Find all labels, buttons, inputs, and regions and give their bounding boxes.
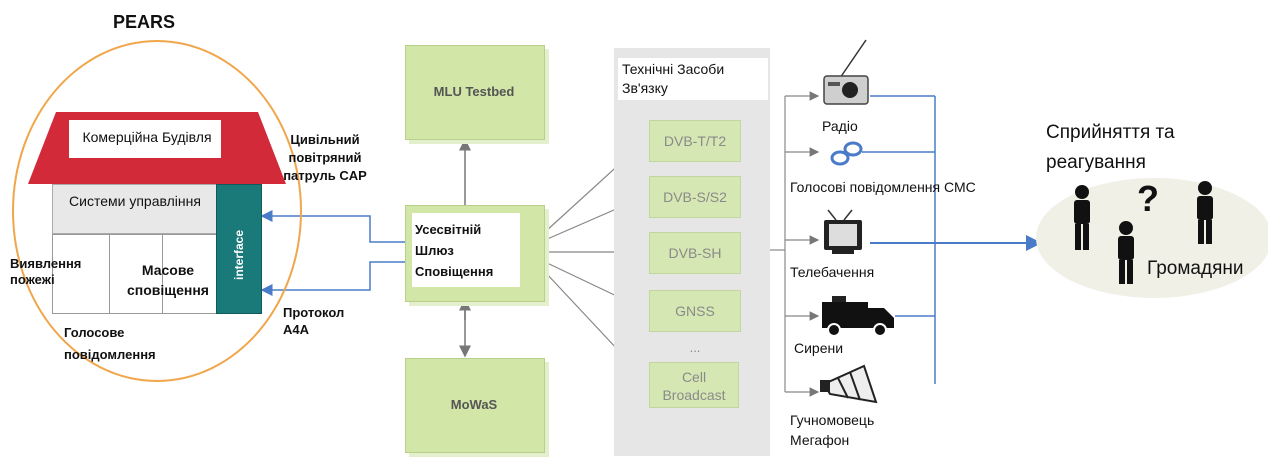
sirens-label: Сирени bbox=[794, 340, 844, 356]
interface-column[interactable] bbox=[216, 184, 262, 314]
mass-cell-right bbox=[163, 234, 216, 314]
loudspeaker-label: Гучномовець Мегафон bbox=[790, 412, 875, 448]
audience-ellipse bbox=[1036, 178, 1268, 298]
cap-arrow bbox=[260, 210, 405, 243]
tech-ellipsis: ... bbox=[689, 340, 701, 355]
building-title-box bbox=[69, 120, 221, 158]
mowas-label: MoWaS bbox=[450, 397, 498, 412]
control-systems-box bbox=[52, 184, 217, 234]
tech-title: Технічні Засоби Зв'язку bbox=[622, 61, 725, 96]
fire-detection-label: Виявлення пожежі bbox=[10, 256, 82, 287]
pears-title: PEARS bbox=[113, 12, 176, 32]
mowas-box[interactable] bbox=[405, 358, 545, 453]
mass-alert-label: Масове сповіщення bbox=[127, 262, 209, 298]
cap-label: Цивільний повітряний патруль CAP bbox=[283, 132, 367, 183]
megaphone-icon bbox=[820, 364, 878, 404]
question-mark: ? bbox=[1137, 178, 1159, 219]
gateway-label: Усесвітній Шлюз Сповіщення bbox=[415, 222, 494, 279]
mlu-testbed-box[interactable] bbox=[405, 45, 545, 140]
interface-label: interface bbox=[232, 229, 246, 281]
fire-cell bbox=[52, 234, 110, 314]
a4a-arrow bbox=[260, 261, 405, 296]
mass-cell-left bbox=[110, 234, 163, 314]
gateway-inner bbox=[412, 213, 520, 287]
voice-sms-icon bbox=[830, 141, 863, 166]
tech-title-box bbox=[618, 58, 768, 100]
voice-sms-label: Голосові повідомлення СМС bbox=[790, 179, 976, 195]
pears-ellipse bbox=[12, 40, 302, 382]
tv-icon bbox=[824, 209, 862, 254]
radio-icon bbox=[823, 39, 869, 105]
voice-message-label: Голосове повідомлення bbox=[64, 325, 156, 362]
tech-item-cell-broadcast[interactable]: Cell Broadcast bbox=[649, 362, 739, 408]
a4a-label: Протокол A4A bbox=[283, 305, 345, 337]
tech-item-dvb-sh[interactable]: DVB-SH bbox=[649, 232, 741, 274]
control-systems-label: Системи управління bbox=[69, 193, 201, 209]
tech-item-dvb-t[interactable]: DVB-T/T2 bbox=[649, 120, 741, 162]
tech-item-dvb-s[interactable]: DVB-S/S2 bbox=[649, 176, 741, 218]
people-icon bbox=[1074, 181, 1213, 284]
mlu-testbed-label: MLU Testbed bbox=[433, 84, 515, 99]
perception-label: Сприйняття та реагування bbox=[1046, 122, 1175, 173]
building-title: Комерційна Будівля bbox=[82, 129, 212, 145]
tv-label: Телебачення bbox=[790, 264, 875, 280]
siren-truck-icon bbox=[822, 296, 894, 337]
citizens-label: Громадяни bbox=[1147, 258, 1244, 279]
tech-item-gnss[interactable]: GNSS bbox=[649, 290, 741, 332]
radio-label: Радіо bbox=[822, 118, 858, 134]
